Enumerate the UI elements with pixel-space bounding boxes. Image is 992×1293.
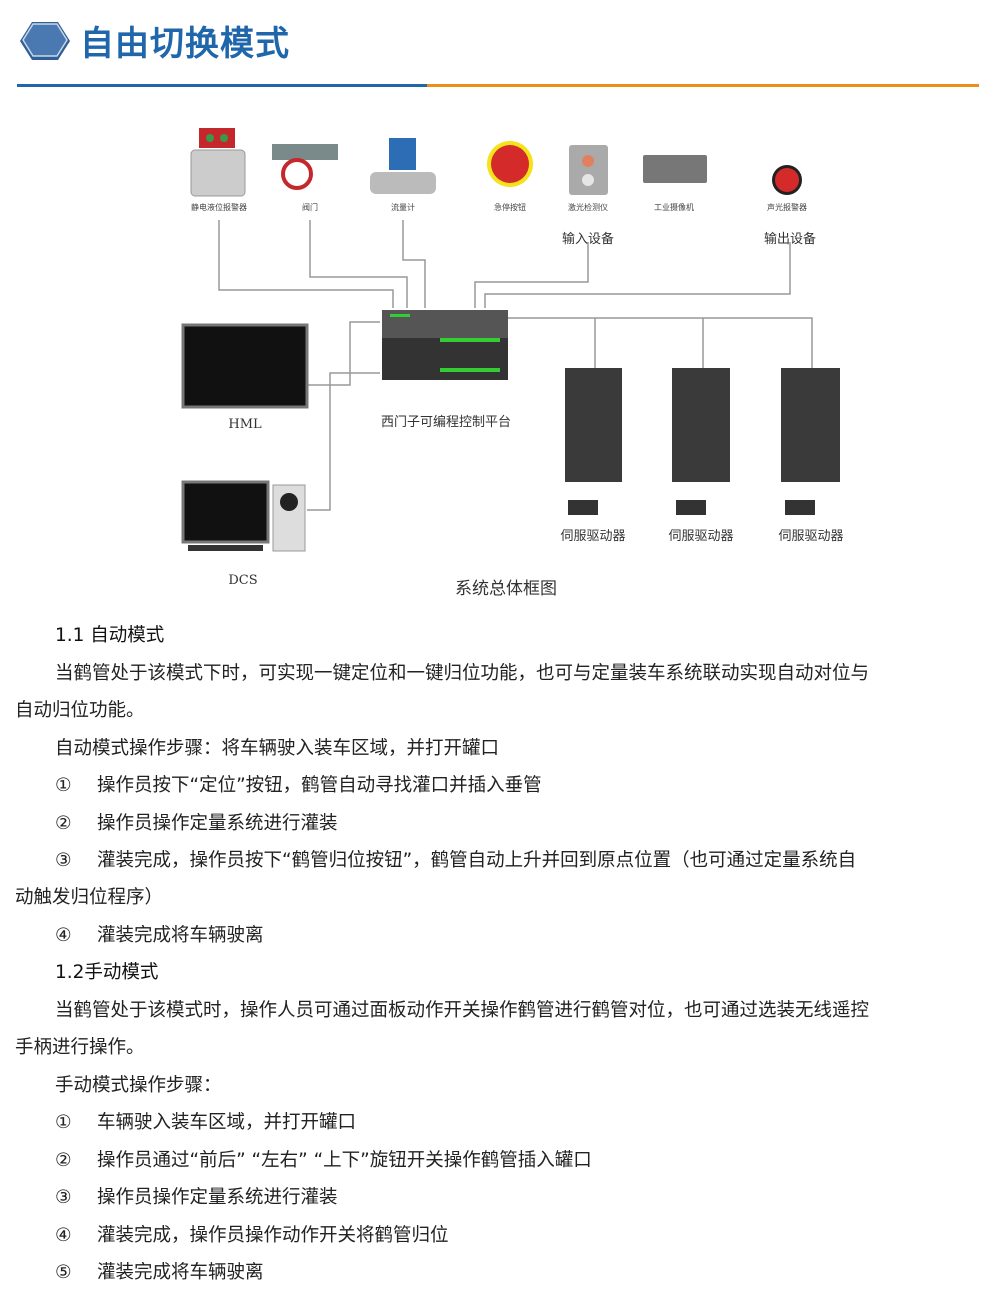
steps-title: 手动模式操作步骤： — [55, 1075, 222, 1096]
paragraph: 手柄进行操作。 — [15, 1037, 145, 1058]
hexagon-icon — [20, 22, 70, 60]
output-group-label: 输出设备 — [764, 231, 816, 247]
device-label: 流量计 — [391, 202, 415, 212]
hml-monitor — [181, 323, 309, 409]
dcs-label: DCS — [228, 573, 257, 588]
servo-label: 伺服驱动器 — [778, 529, 843, 544]
paragraph: 当鹤管处于该模式下时，可实现一键定位和一键归位功能，也可与定量装车系统联动实现自… — [55, 663, 870, 684]
hml-label: HML — [228, 417, 262, 432]
auto-heading: 1.1 自动模式 — [55, 625, 165, 646]
device-label: 声光报警器 — [767, 202, 807, 212]
paragraph: 当鹤管处于该模式时，操作人员可通过面板动作开关操作鹤管进行鹤管对位，也可通过选装… — [55, 1000, 870, 1021]
paragraph: 自动归位功能。 — [15, 700, 145, 721]
divider-blue — [17, 84, 427, 87]
diagram-caption: 系统总体框图 — [455, 579, 557, 599]
device-label: 工业摄像机 — [654, 202, 694, 212]
device-label: 阀门 — [302, 202, 318, 212]
servo-label: 伺服驱动器 — [668, 529, 733, 544]
system-diagram: 静电液位报警器 阀门 流量计 急停按钮 激光检测仪 工业摄像机 声光报警器 输入… — [181, 128, 844, 599]
page-title: 自由切换模式 — [80, 24, 290, 64]
steps-title: 自动模式操作步骤：将车辆驶入装车区域，并打开罐口 — [55, 738, 500, 759]
device-icons — [190, 128, 802, 197]
plc-unit — [382, 310, 508, 380]
manual-heading: 1.2手动模式 — [55, 962, 159, 983]
plc-label: 西门子可编程控制平台 — [381, 415, 511, 430]
device-label: 静电液位报警器 — [191, 202, 247, 212]
servo-drives — [565, 368, 840, 515]
device-label: 激光检测仪 — [568, 202, 608, 212]
servo-label: 伺服驱动器 — [560, 529, 625, 544]
step-continued: 动触发归位程序） — [15, 887, 164, 908]
dcs-computer — [181, 480, 306, 552]
device-label: 急停按钮 — [494, 202, 526, 212]
input-group-label: 输入设备 — [562, 231, 614, 247]
divider-orange — [427, 84, 979, 87]
